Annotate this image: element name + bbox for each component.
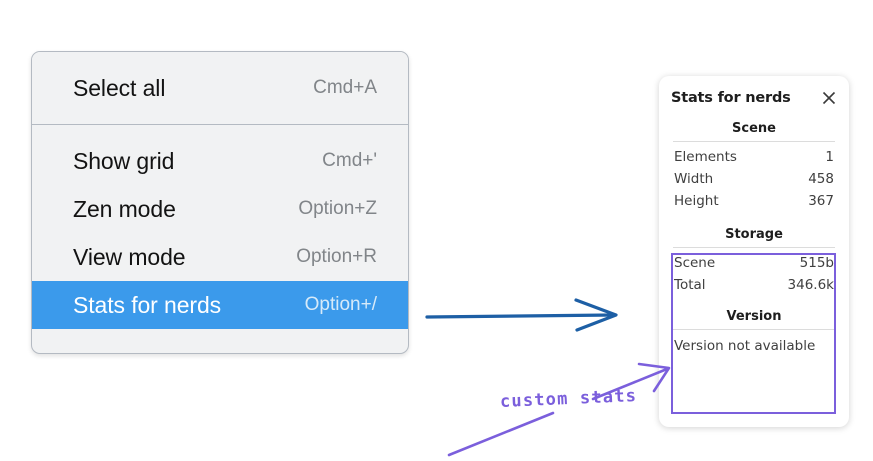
menu-divider [32,124,408,125]
menu-item-label: View mode [73,243,186,270]
blue-arrow-annotation [425,298,618,332]
menu-item-shortcut: Cmd+A [313,77,377,98]
section-rule [673,247,835,248]
stats-row-value: 1 [825,149,834,165]
stats-row-value: 346.6k [787,277,834,293]
section-rule [673,141,835,142]
menu-item-select-all[interactable]: Select all Cmd+A [32,64,408,112]
menu-item-stats-for-nerds[interactable]: Stats for nerds Option+/ [32,281,408,329]
section-heading-version: Version [726,309,782,324]
menu-item-shortcut: Option+R [296,246,377,267]
menu-group-1: Select all Cmd+A [32,52,408,124]
menu-item-label: Zen mode [73,195,176,222]
menu-item-shortcut: Option+/ [304,294,377,315]
menu-item-view-mode[interactable]: View mode Option+R [32,233,408,281]
stats-row-elements: Elements 1 [671,146,837,168]
custom-stats-handwritten-label: custom stats [499,386,638,412]
menu-top-padding [32,52,408,64]
stats-row-total-storage: Total 346.6k [671,274,837,296]
stats-row-key: Scene [674,255,716,271]
stats-row-height: Height 367 [671,190,837,212]
purple-underline-stroke [447,411,555,457]
menu-item-label: Stats for nerds [73,291,222,318]
close-icon[interactable] [821,90,837,106]
stats-row-key: Width [674,171,714,187]
menu-item-shortcut: Option+Z [298,198,377,219]
menu-group-2-top-padding [32,125,408,137]
menu-item-label: Select all [73,74,166,101]
menu-item-label: Show grid [73,147,175,174]
stats-row-value: 515b [799,255,834,271]
stats-section-version: Version Version not available [671,306,837,358]
stats-panel-titlebar: Stats for nerds [671,90,837,106]
menu-bottom-padding [32,329,408,343]
version-note: Version not available [674,338,816,354]
stats-row-value: 367 [808,193,834,209]
stats-for-nerds-panel: Stats for nerds Scene Elements 1 Width 4… [659,76,849,427]
stats-row-key: Total [674,277,706,293]
menu-item-zen-mode[interactable]: Zen mode Option+Z [32,185,408,233]
section-rule [673,329,835,330]
menu-item-shortcut: Cmd+' [322,150,377,171]
stats-row-key: Height [674,193,719,209]
stats-panel-title: Stats for nerds [671,90,791,106]
section-heading-scene: Scene [732,121,776,136]
section-heading-storage: Storage [725,227,783,242]
stats-row-scene-storage: Scene 515b [671,252,837,274]
stats-row-value: 458 [808,171,834,187]
menu-group-2: Show grid Cmd+' Zen mode Option+Z View m… [32,125,408,343]
menu-group-1-bottom-padding [32,112,408,124]
canvas-context-menu[interactable]: Select all Cmd+A Show grid Cmd+' Zen mod… [31,51,409,354]
stats-section-scene: Scene Elements 1 Width 458 Height 367 [671,118,837,212]
stats-row-key: Elements [674,149,737,165]
stats-row-width: Width 458 [671,168,837,190]
menu-item-show-grid[interactable]: Show grid Cmd+' [32,137,408,185]
stats-section-storage: Storage Scene 515b Total 346.6k [671,224,837,296]
